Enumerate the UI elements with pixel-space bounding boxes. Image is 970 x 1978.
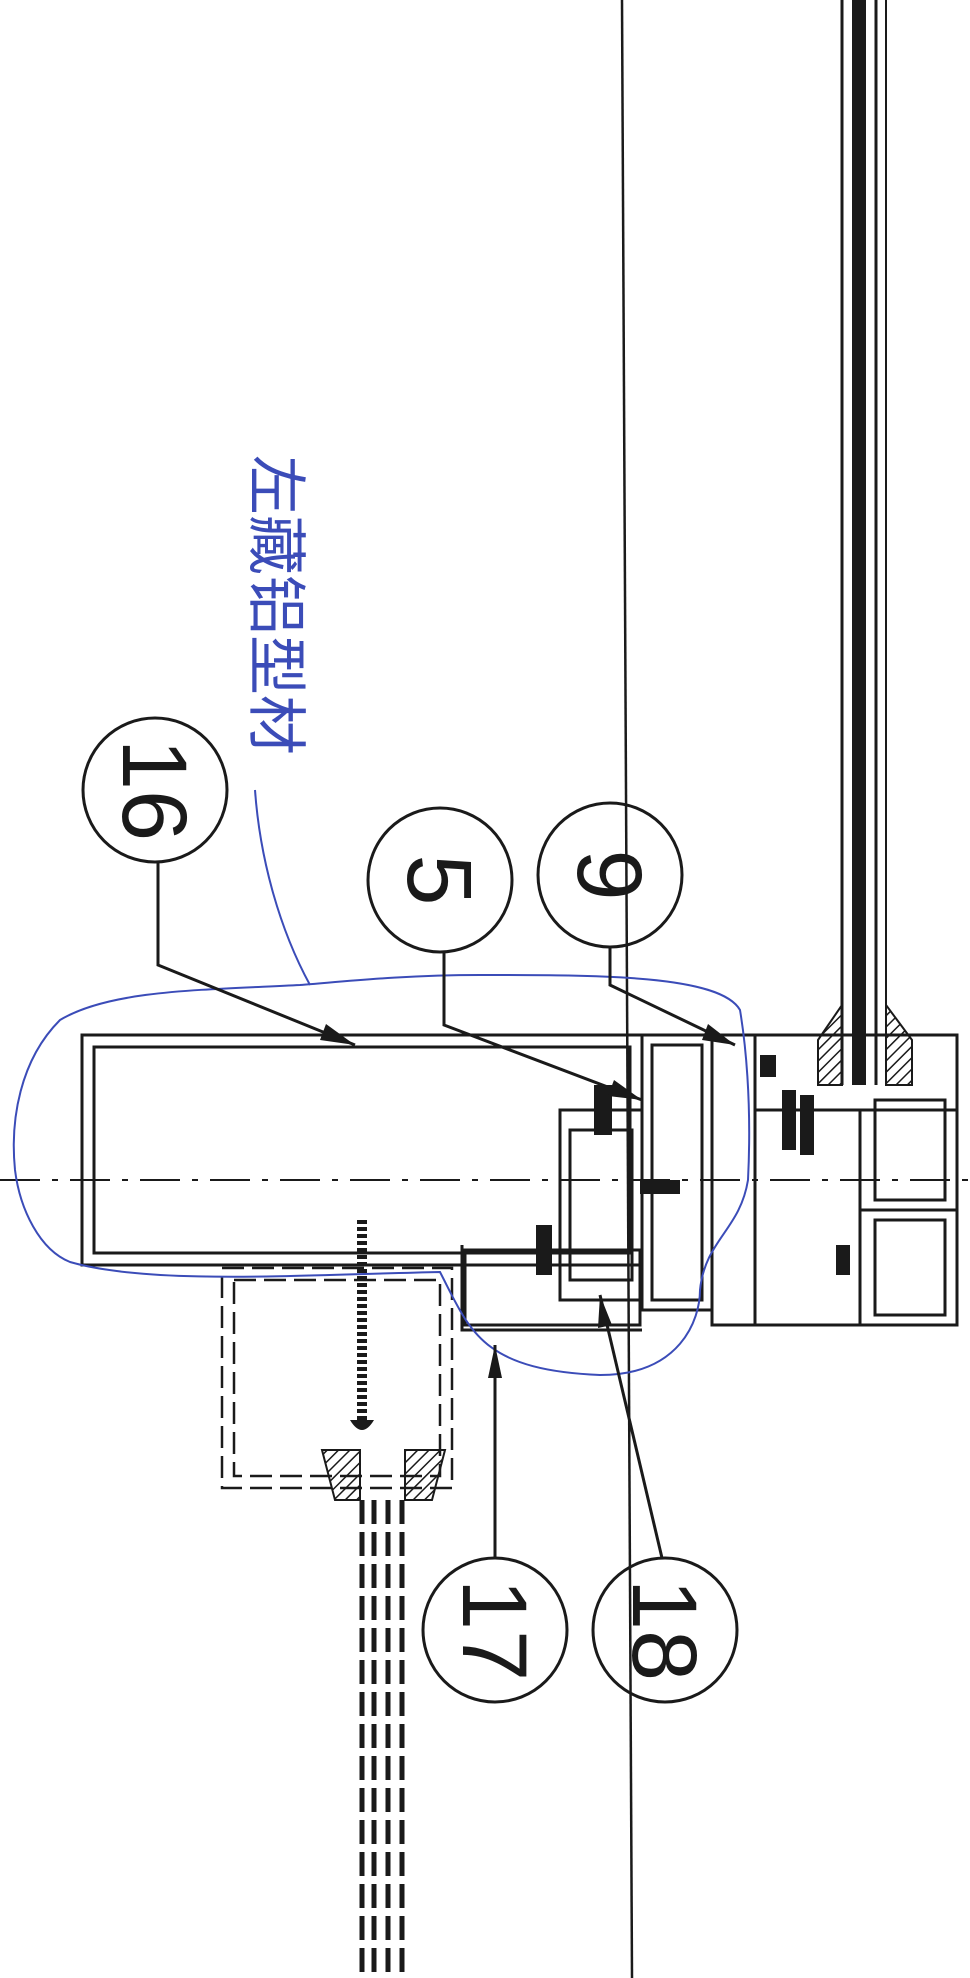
gasket-top: [817, 1001, 843, 1086]
long-screw: [350, 1220, 374, 1430]
callout-5-label: 5: [388, 854, 490, 905]
callout-9: 9: [536, 801, 736, 1047]
gasket-top-2: [885, 1001, 913, 1086]
callout-18-label: 18: [613, 1579, 715, 1681]
callout-16-label: 16: [103, 739, 205, 841]
glass-panel-right: [840, 0, 887, 1085]
handwritten-note: 左藏铝型材: [240, 455, 310, 755]
callout-9-label: 9: [558, 849, 660, 900]
frame-assembly: [460, 1033, 959, 1332]
reference-line: [620, 0, 634, 1978]
callout-17: 17: [421, 1345, 569, 1704]
callout-16: 16: [81, 716, 356, 1047]
fixings: [536, 1055, 850, 1275]
callout-17-label: 17: [443, 1579, 545, 1681]
callout-5: 5: [366, 806, 643, 1102]
callout-18: 18: [591, 1294, 739, 1704]
lower-dashed-profile: [220, 1266, 454, 1490]
blue-leader: [254, 789, 311, 986]
glass-panel-lower: [320, 1449, 447, 1978]
blue-outline: [12, 973, 751, 1377]
